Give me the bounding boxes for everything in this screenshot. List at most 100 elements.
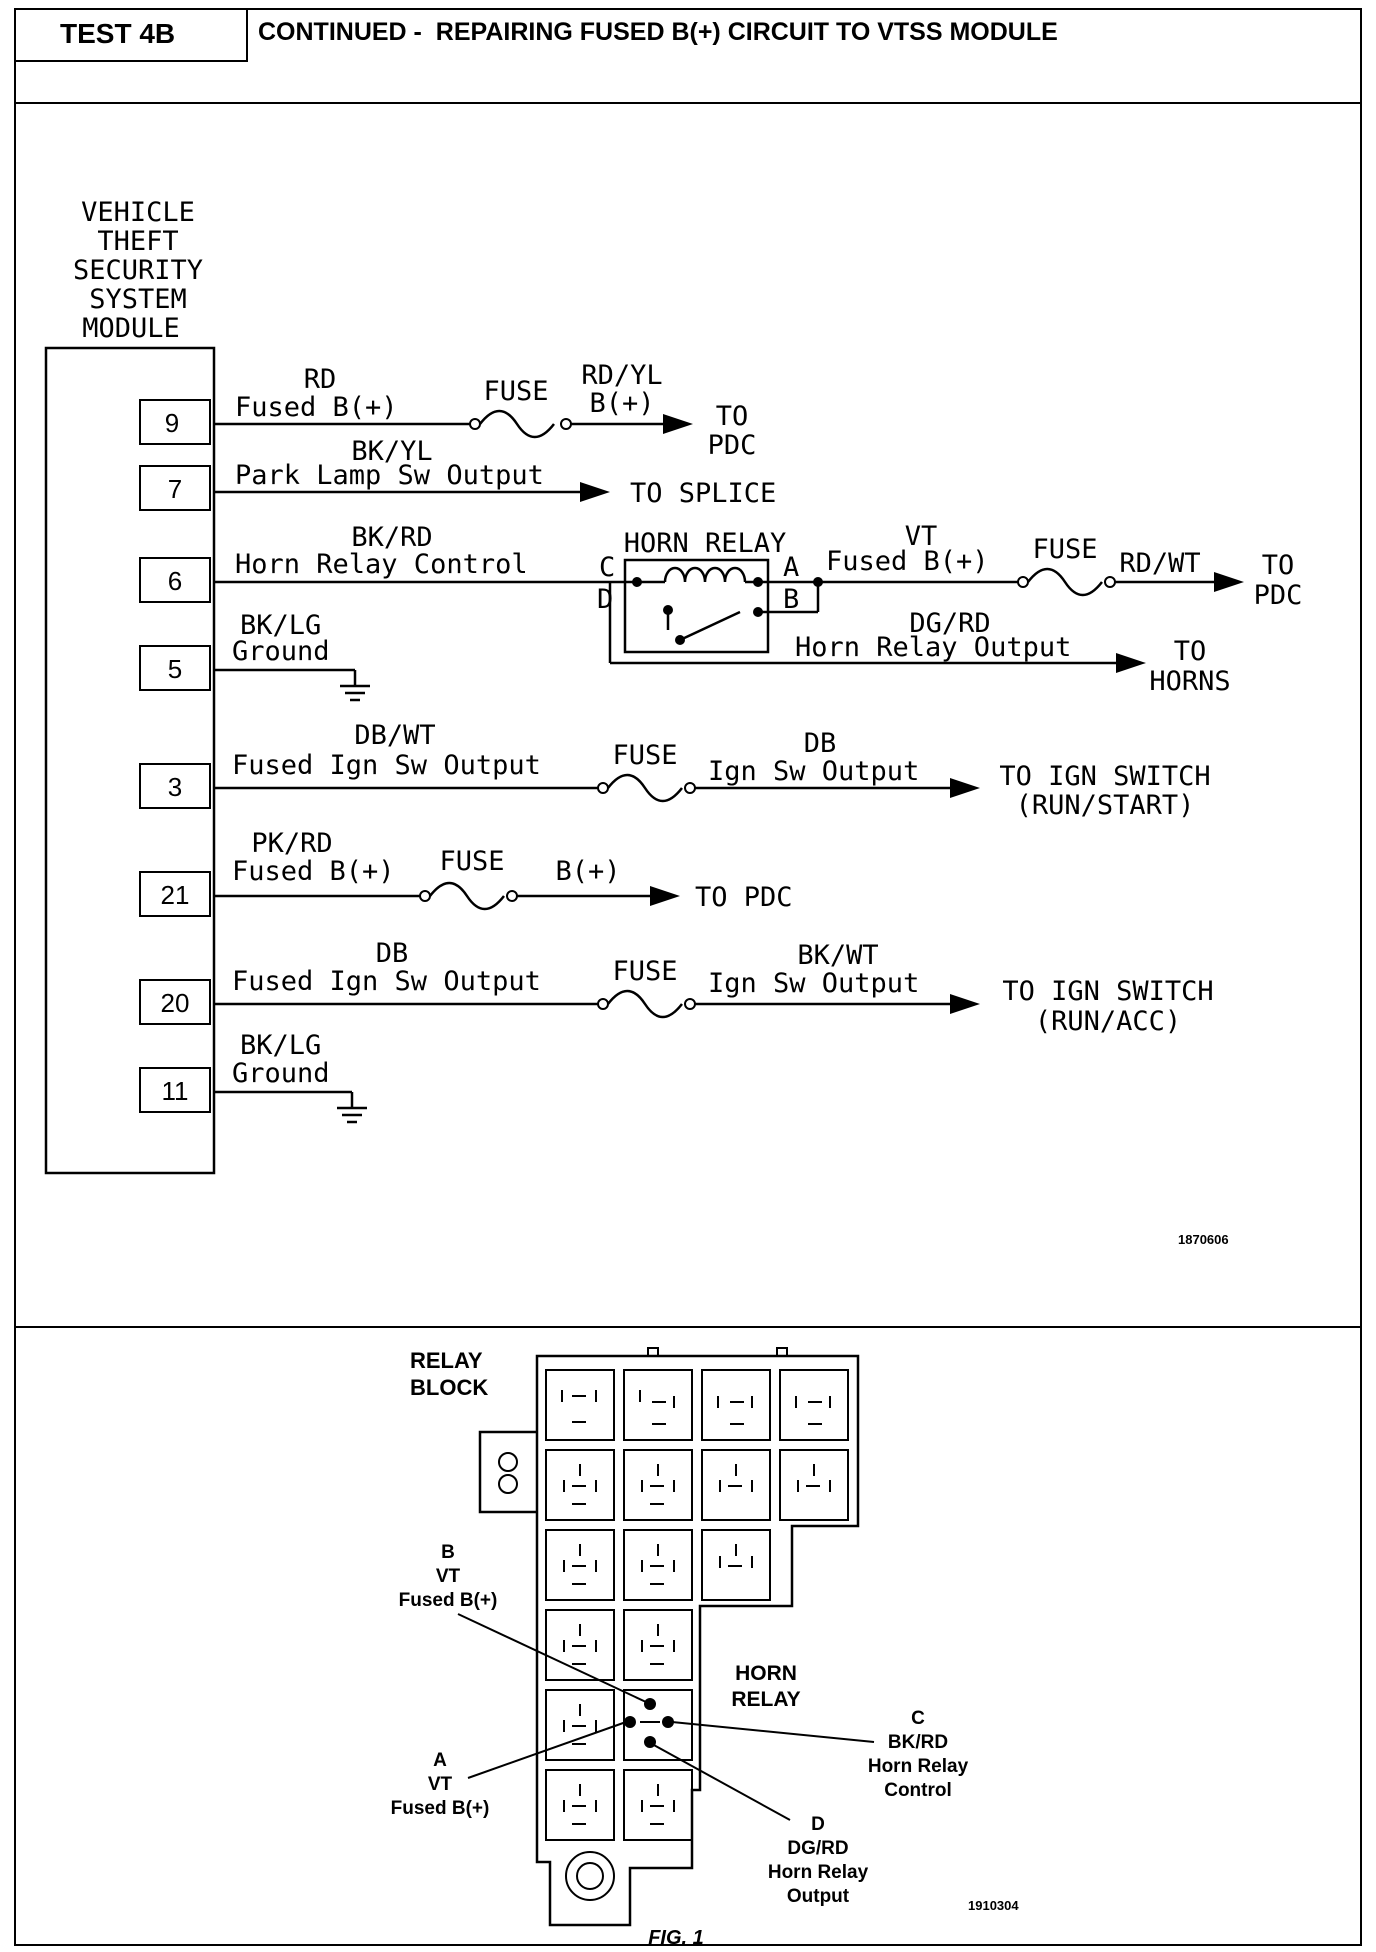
- section-divider: [14, 1326, 1362, 1328]
- mounting-tab: [478, 1430, 537, 1514]
- wire-color: BK/RD: [351, 522, 432, 553]
- circuit-pin-3: DB/WT Fused Ign Sw Output FUSE DB Ign Sw…: [214, 720, 1211, 821]
- header-title: CONTINUED - REPAIRING FUSED B(+) CIRCUIT…: [258, 18, 1058, 46]
- figure-id: 1910304: [968, 1898, 1019, 1913]
- fuse-symbol: [429, 881, 505, 911]
- wire-color: DB: [376, 938, 409, 969]
- socket-terminals: [561, 1390, 831, 1825]
- horn-relay: HORN RELAY C D A B DG/RD Horn Relay Outp…: [597, 521, 1302, 697]
- circuit-pin-7: BK/YL Park Lamp Sw Output TO SPLICE: [214, 436, 776, 509]
- header-test-id: TEST 4B: [60, 18, 176, 49]
- output-destination: TO: [1174, 636, 1207, 667]
- terminal-a: A: [783, 552, 799, 583]
- pin-box: [139, 645, 211, 691]
- pin-number: 6: [168, 566, 182, 596]
- relay-block-housing: [535, 1354, 860, 1927]
- feed-color: VT: [905, 521, 938, 552]
- circuit-label-out: B(+): [555, 856, 620, 887]
- circuit-pin-21: PK/RD Fused B(+) FUSE B(+) TO PDC: [214, 828, 793, 913]
- svg-text:DG/RD: DG/RD: [787, 1838, 848, 1859]
- circuit-pin-11: BK/LG Ground: [214, 1030, 367, 1124]
- horn-relay-label: RELAY: [731, 1688, 800, 1711]
- circuit-label: Park Lamp Sw Output: [235, 460, 544, 491]
- relay-coil: [663, 566, 747, 583]
- output-destination: HORNS: [1149, 666, 1230, 697]
- destination: PDC: [708, 430, 757, 461]
- circuit-label-out: Ign Sw Output: [708, 968, 919, 999]
- destination: TO SPLICE: [630, 478, 776, 509]
- pin-number: 7: [168, 474, 182, 504]
- circuit-pin-6: BK/RD Horn Relay Control: [214, 522, 620, 584]
- fuse-label: FUSE: [612, 740, 677, 771]
- svg-text:VT: VT: [428, 1774, 453, 1795]
- vtss-module-label: VEHICLE THEFT SECURITY SYSTEM MODULE: [73, 197, 203, 344]
- svg-text:Output: Output: [787, 1886, 850, 1907]
- svg-text:A: A: [433, 1750, 447, 1771]
- circuit-label-out: B(+): [589, 388, 654, 419]
- svg-text:BK/RD: BK/RD: [888, 1732, 948, 1753]
- terminal-b: B: [783, 584, 799, 615]
- fuse-label: FUSE: [483, 376, 548, 407]
- module-name-line: VEHICLE: [81, 197, 195, 228]
- destination: (RUN/START): [1016, 790, 1195, 821]
- vtss-module-box: [44, 346, 216, 1175]
- svg-text:Fused B(+): Fused B(+): [391, 1798, 490, 1819]
- destination: TO IGN SWITCH: [1002, 976, 1213, 1007]
- circuit-label: Fused B(+): [235, 392, 398, 423]
- diagram-id: 1870606: [1178, 1232, 1229, 1247]
- relay-block-label: BLOCK: [410, 1375, 488, 1400]
- fuse-symbol: [479, 409, 555, 439]
- destination: TO PDC: [695, 882, 793, 913]
- wire-color: DB/WT: [354, 720, 435, 751]
- page-frame: [14, 8, 1362, 1946]
- module-name-line: SECURITY: [73, 255, 203, 286]
- circuit-pin-5: BK/LG Ground: [214, 610, 370, 702]
- wire-color-out: DB: [804, 728, 837, 759]
- svg-text:Horn Relay: Horn Relay: [768, 1862, 869, 1883]
- module-name-line: MODULE: [82, 313, 180, 344]
- fuse-symbol: [1027, 567, 1103, 597]
- pin-number: 5: [168, 654, 182, 684]
- relay-switch-arm: [679, 610, 741, 642]
- output-label: Horn Relay Output: [795, 632, 1071, 663]
- pin-box: [139, 399, 211, 445]
- svg-text:D: D: [811, 1814, 825, 1835]
- figure-caption: FIG. 1: [648, 1927, 704, 1949]
- relay-sockets: [545, 1369, 849, 1841]
- pin-box: [139, 557, 211, 603]
- horn-relay-label: HORN: [735, 1662, 797, 1685]
- circuit-label: Horn Relay Control: [235, 549, 528, 580]
- terminal-c: C: [599, 552, 615, 583]
- pin-boxes: 9 7 6 5 3 21 20 11: [139, 399, 211, 1113]
- destination: TO: [716, 401, 749, 432]
- pin-number: 21: [161, 880, 190, 910]
- svg-text:Horn Relay: Horn Relay: [868, 1756, 969, 1777]
- fuse-label: FUSE: [1032, 534, 1097, 565]
- relay-block-figure: RELAY BLOCK: [391, 1347, 1019, 1949]
- pin-box: [139, 871, 211, 917]
- fuse-symbol: [607, 773, 683, 803]
- svg-text:Control: Control: [884, 1780, 952, 1801]
- circuit-pin-9: RD Fused B(+) FUSE RD/YL B(+) TO PDC: [214, 360, 756, 461]
- module-name-line: THEFT: [97, 226, 178, 257]
- circuit-label: Fused B(+): [232, 856, 395, 887]
- destination: TO IGN SWITCH: [999, 761, 1210, 792]
- circuit-label: Fused Ign Sw Output: [232, 966, 541, 997]
- pin-box: [139, 763, 211, 809]
- pin-box: [139, 979, 211, 1025]
- horn-relay-box: [623, 558, 770, 654]
- svg-text:B: B: [441, 1542, 455, 1563]
- callout-b: B VT Fused B(+): [399, 1542, 647, 1703]
- module-name-line: SYSTEM: [89, 284, 187, 315]
- wire-color: BK/YL: [351, 436, 432, 467]
- header-bar: [14, 8, 1362, 104]
- feed-label: Fused B(+): [826, 546, 989, 577]
- pin-box: [139, 1067, 211, 1113]
- wire-color-out: RD/YL: [581, 360, 662, 391]
- circuit-label-out: Ign Sw Output: [708, 756, 919, 787]
- callout-d: D DG/RD Horn Relay Output: [651, 1743, 869, 1907]
- fuse-label: FUSE: [439, 846, 504, 877]
- svg-text:VT: VT: [436, 1566, 461, 1587]
- callout-a: A VT Fused B(+): [391, 1721, 627, 1819]
